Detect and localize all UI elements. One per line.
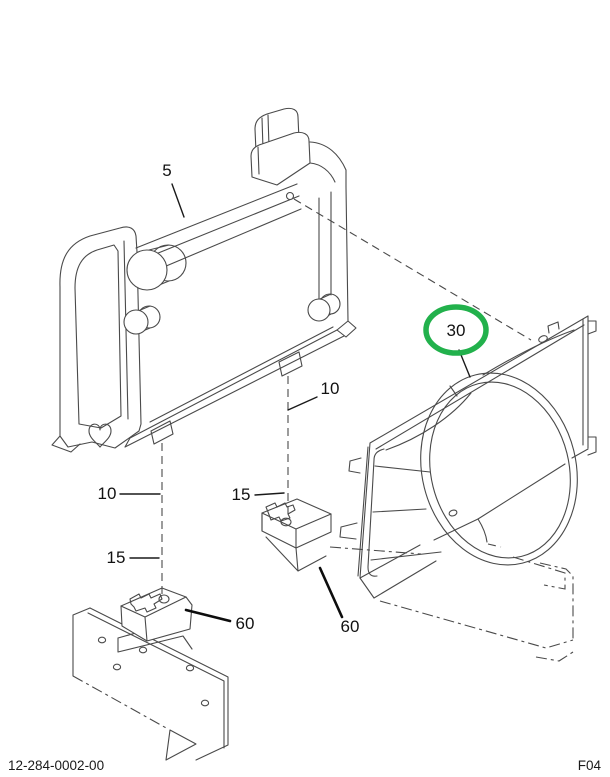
callout-10-center[interactable]: 10 xyxy=(287,379,340,411)
callout-10-left[interactable]: 10 xyxy=(98,484,161,503)
callout-5[interactable]: 5 xyxy=(162,161,185,218)
callout-60-left-leader xyxy=(184,608,232,623)
mounting-bracket-middle-60 xyxy=(261,498,332,572)
callout-15-center-label: 15 xyxy=(232,485,251,504)
callout-60-left[interactable]: 60 xyxy=(184,608,255,633)
callout-30[interactable]: 30 xyxy=(423,304,489,378)
highlight-ring xyxy=(423,304,489,356)
alignment-hole xyxy=(285,191,295,201)
alignment-dashed-lines xyxy=(161,198,532,595)
radiator-to-shroud-dashed-line xyxy=(293,198,532,341)
frame-crossmember-left xyxy=(72,607,229,761)
callout-60-center[interactable]: 60 xyxy=(318,566,360,636)
callout-10-center-leader xyxy=(287,396,318,411)
callout-15-center-leader xyxy=(254,492,285,496)
callout-30-label: 30 xyxy=(447,321,466,340)
footer: 12-284-0002-00 F04 xyxy=(8,758,601,773)
callout-60-center-leader xyxy=(318,566,344,619)
fan-shroud-part-30 xyxy=(339,315,597,599)
callout-5-label: 5 xyxy=(162,161,171,180)
figure-code: F04 xyxy=(578,758,602,773)
frame-crossmember-right-phantom xyxy=(329,546,574,662)
callout-5-leader xyxy=(171,183,185,218)
callout-60-left-label: 60 xyxy=(236,614,255,633)
mounting-bracket-left-60 xyxy=(120,587,193,642)
shroud-fan-opening xyxy=(420,372,578,566)
callout-60-center-label: 60 xyxy=(341,617,360,636)
document-number: 12-284-0002-00 xyxy=(8,758,104,773)
radiator-part-5 xyxy=(51,107,357,453)
callout-15-left-label: 15 xyxy=(107,548,126,567)
callout-10-center-label: 10 xyxy=(321,379,340,398)
callout-15-center[interactable]: 15 xyxy=(232,485,285,504)
callout-15-left[interactable]: 15 xyxy=(107,548,160,567)
callout-10-left-label: 10 xyxy=(98,484,117,503)
